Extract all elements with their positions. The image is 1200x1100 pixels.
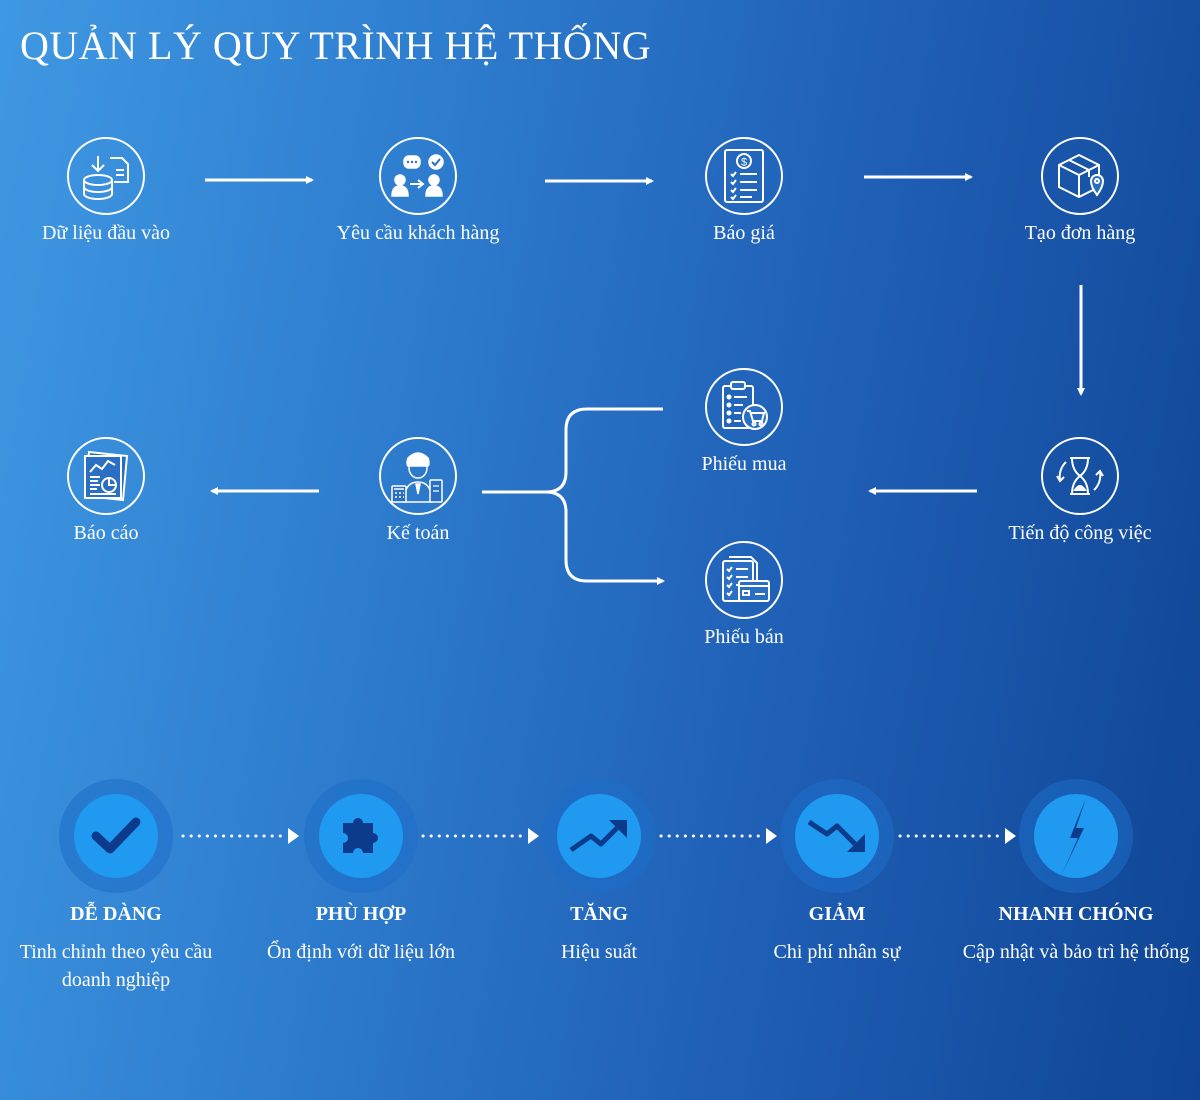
node-report: Báo cáo [0,437,226,545]
receipt-card-icon [705,541,783,619]
node-label: Phiếu mua [701,453,787,475]
benefit-desc: Cập nhật và bảo trì hệ thống [962,941,1190,963]
node-label: Báo cáo [73,522,139,544]
check-icon [74,794,158,878]
lightning-icon [1034,794,1118,878]
node-label: Phiếu bán [704,626,784,648]
database-icon [67,137,145,215]
node-customer-request: Yêu cầu khách hàng [298,137,538,245]
node-sales-slip: Phiếu bán [624,541,864,649]
node-label: Kế toán [386,522,450,544]
benefit-fast: NHANH CHÓNG Cập nhật và bảo trì hệ thống [961,779,1191,966]
benefit-desc: Ổn định với dữ liệu lớn [266,941,456,963]
page-title: QUẢN LÝ QUY TRÌNH HỆ THỐNG [20,23,652,68]
hourglass-icon [1041,437,1119,515]
accountant-icon [379,437,457,515]
benefit-title: GIẢM [808,903,866,925]
node-label: Tạo đơn hàng [1024,222,1136,244]
package-location-icon [1041,137,1119,215]
dotted-arrowhead-3 [766,828,777,844]
benefit-title: DỄ DÀNG [70,903,162,925]
node-purchase-slip: Phiếu mua [624,368,864,476]
benefit-decrease: GIẢM Chi phí nhân sự [722,779,952,966]
node-label: Báo giá [713,222,775,244]
benefit-title: TĂNG [570,903,628,925]
benefit-title: PHÙ HỢP [315,903,407,925]
invoice-icon: $ [705,137,783,215]
trend-up-icon [557,794,641,878]
dotted-arrowhead-1 [288,828,299,844]
benefit-increase: TĂNG Hiệu suất [484,779,714,966]
benefit-title: NHANH CHÓNG [998,903,1154,925]
clipboard-cart-icon [705,368,783,446]
puzzle-icon [319,794,403,878]
node-create-order: Tạo đơn hàng [960,137,1200,245]
benefit-suitable: PHÙ HỢP Ổn định với dữ liệu lớn [246,779,476,966]
node-quotation: $ Báo giá [624,137,864,245]
node-input-data: Dữ liệu đầu vào [0,137,226,245]
benefit-desc: Chi phí nhân sự [773,941,901,963]
benefit-desc: Hiệu suất [560,941,638,963]
dotted-arrowhead-2 [528,828,539,844]
node-label: Dữ liệu đầu vào [41,222,171,244]
benefit-desc: Tinh chỉnh theo yêu cầu doanh nghiệp [19,941,213,991]
benefit-easy: DỄ DÀNG Tinh chỉnh theo yêu cầu doanh ng… [1,779,231,994]
bracket-slips-to-accounting [482,407,663,581]
node-label: Tiến độ công việc [1008,522,1152,544]
trend-down-icon [795,794,879,878]
svg-text:$: $ [741,157,747,169]
node-accounting: Kế toán [298,437,538,545]
report-chart-icon [67,437,145,515]
node-work-progress: Tiến độ công việc [960,437,1200,545]
dotted-arrowhead-4 [1005,828,1016,844]
customer-chat-icon [379,137,457,215]
node-label: Yêu cầu khách hàng [336,222,500,244]
